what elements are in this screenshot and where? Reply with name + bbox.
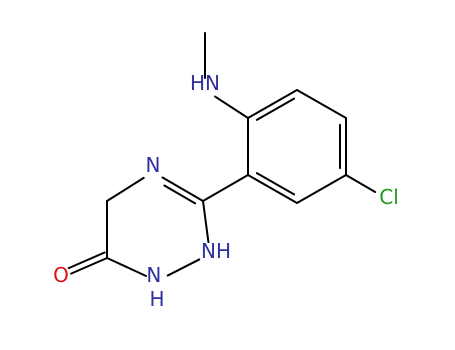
bond-tri-c6-tri-n1 xyxy=(106,257,148,277)
bond-ring-c4-chlorine xyxy=(345,174,377,193)
tri-n1-label: N H xyxy=(146,263,167,311)
bond-ring-c6-tri-c3 xyxy=(202,174,249,202)
bonds-layer xyxy=(67,32,377,277)
carbonyl-o-label: O xyxy=(53,263,69,287)
bond-tri-c3-tri-n4 xyxy=(161,176,204,202)
tri-n1-h-label: H xyxy=(149,287,164,311)
bond-tri-c6-carbonyl-o xyxy=(70,257,108,275)
chlorine-label: Cl xyxy=(379,185,399,209)
bond-amine-n-ring-c1 xyxy=(214,95,249,119)
tri-n4-label: N xyxy=(146,153,161,177)
bond-ring-c4-ring-c5 xyxy=(296,174,347,204)
bond-tri-n2-tri-c3 xyxy=(202,200,210,244)
bond-ring-c1-ring-c2 xyxy=(247,89,298,119)
bond-tri-c3-tri-n4-second-line xyxy=(163,184,197,205)
bond-tri-n1-tri-n2 xyxy=(166,258,201,277)
amine-n-label: HN xyxy=(190,71,220,95)
tri-n2-h-label: H xyxy=(216,239,231,263)
bond-ring-c5-ring-c6 xyxy=(247,174,298,204)
amine-n-symbol: N xyxy=(205,71,220,95)
tri-n2-symbol: N xyxy=(201,239,216,263)
tri-n2-label: NH xyxy=(201,239,231,263)
bond-tri-c6-carbonyl-o-second-line xyxy=(67,251,106,270)
atom-labels-layer: HN Cl N O N H NH xyxy=(53,71,399,311)
bond-ring-c1-ring-c2-second-line xyxy=(255,97,296,121)
amine-h-label: H xyxy=(190,71,205,95)
bond-ring-c5-ring-c6-second-line xyxy=(255,172,296,196)
bond-ring-c2-ring-c3 xyxy=(296,89,347,119)
tri-n1-symbol: N xyxy=(146,263,161,287)
bond-tri-n4-tri-c5 xyxy=(106,176,145,202)
